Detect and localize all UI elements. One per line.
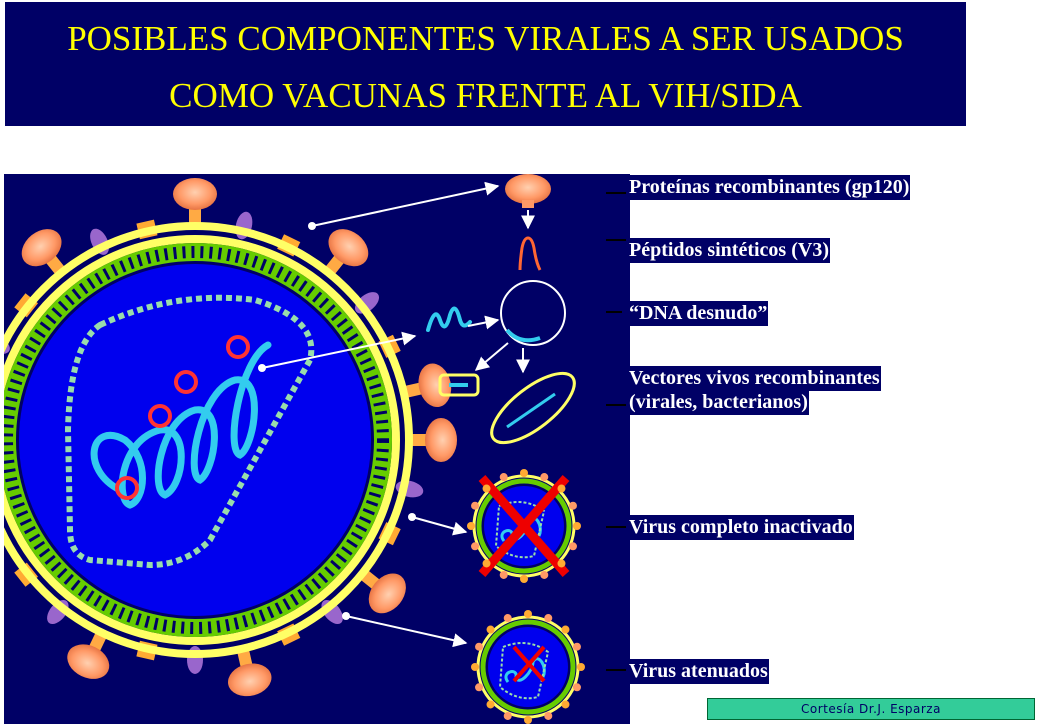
label-synthetic-peptides: Péptidos sintéticos (V3) (628, 238, 830, 263)
red-cross-icon (478, 475, 570, 577)
slide-title-line-1: POSIBLES COMPONENTES VIRALES A SER USADO… (67, 19, 904, 58)
gp120-knob-icon (505, 174, 551, 208)
label-recombinant-proteins: Proteínas recombinantes (gp120) (628, 175, 911, 200)
label-naked-dna: “DNA desnudo” (628, 301, 769, 326)
vector-cell-icon (490, 371, 576, 445)
label-live-vectors: Vectores vivos recombinantes (virales, b… (628, 366, 881, 415)
inactivated-virus-icon (472, 474, 576, 578)
credit-note: Cortesía Dr.J. Esparza (707, 698, 1035, 720)
label-inactivated-virus: Virus completo inactivado (628, 515, 854, 540)
attenuated-virus-icon (476, 615, 580, 719)
title-banner: POSIBLES COMPONENTES VIRALES A SER USADO… (5, 2, 966, 126)
hiv-virion-icon (4, 178, 457, 697)
v3-peptide-icon (518, 236, 542, 271)
gene-insert-icon (426, 306, 472, 332)
plasmid-icon (500, 280, 566, 346)
slide-title-line-2: COMO VACUNAS FRENTE AL VIH/SIDA (169, 76, 802, 115)
label-attenuated-virus: Virus atenuados (628, 659, 769, 684)
